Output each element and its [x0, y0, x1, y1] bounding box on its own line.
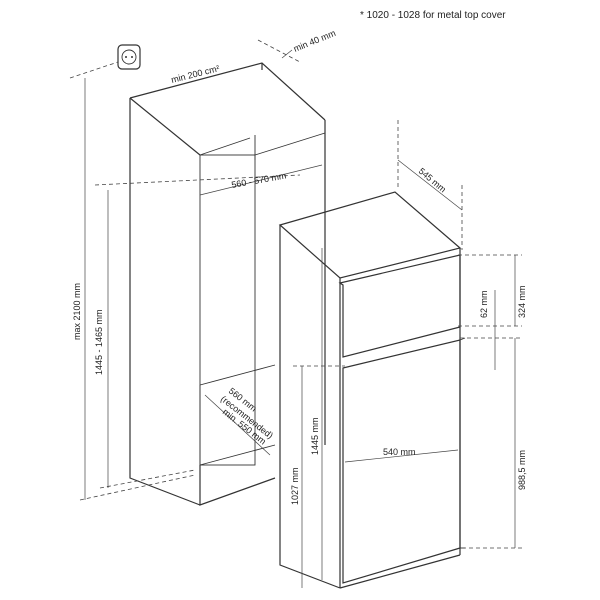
dim-top-height — [458, 254, 522, 327]
dim-fridge-width — [344, 449, 459, 463]
fridge-outline — [278, 191, 466, 589]
dim-lower-door — [462, 338, 522, 549]
gap-label: 62 mm — [479, 290, 489, 318]
min40-label: min 40 mm — [292, 28, 337, 54]
dim-niche-width — [94, 164, 323, 196]
fridge-width-label: 540 mm — [383, 447, 416, 457]
max-height-label: max 2100 mm — [72, 283, 82, 340]
niche-height-label: 1445 - 1465 mm — [94, 309, 104, 375]
vent-label: min 200 cm² — [170, 63, 220, 85]
power-socket-icon — [117, 44, 141, 70]
top-height-label: 324 mm — [517, 285, 527, 318]
dim-min40 — [257, 39, 301, 63]
dim-fridge-depth — [397, 120, 463, 250]
base-height-label: 1027 mm — [290, 467, 300, 505]
fridge-depth-label: 545 mm — [417, 166, 448, 195]
dim-gap — [460, 290, 522, 370]
metal-top-note: * 1020 - 1028 for metal top cover — [360, 10, 506, 21]
dim-niche-height — [99, 190, 196, 489]
body-height-label: 1445 mm — [310, 417, 320, 455]
dim-base-height — [293, 365, 345, 588]
cabinet-outline — [129, 62, 326, 506]
lower-door-label: 988,5 mm — [517, 450, 527, 490]
dim-max-height — [69, 61, 196, 501]
niche-width-label: 560 - 570 mm — [231, 170, 287, 189]
dim-niche-depth — [204, 394, 271, 456]
